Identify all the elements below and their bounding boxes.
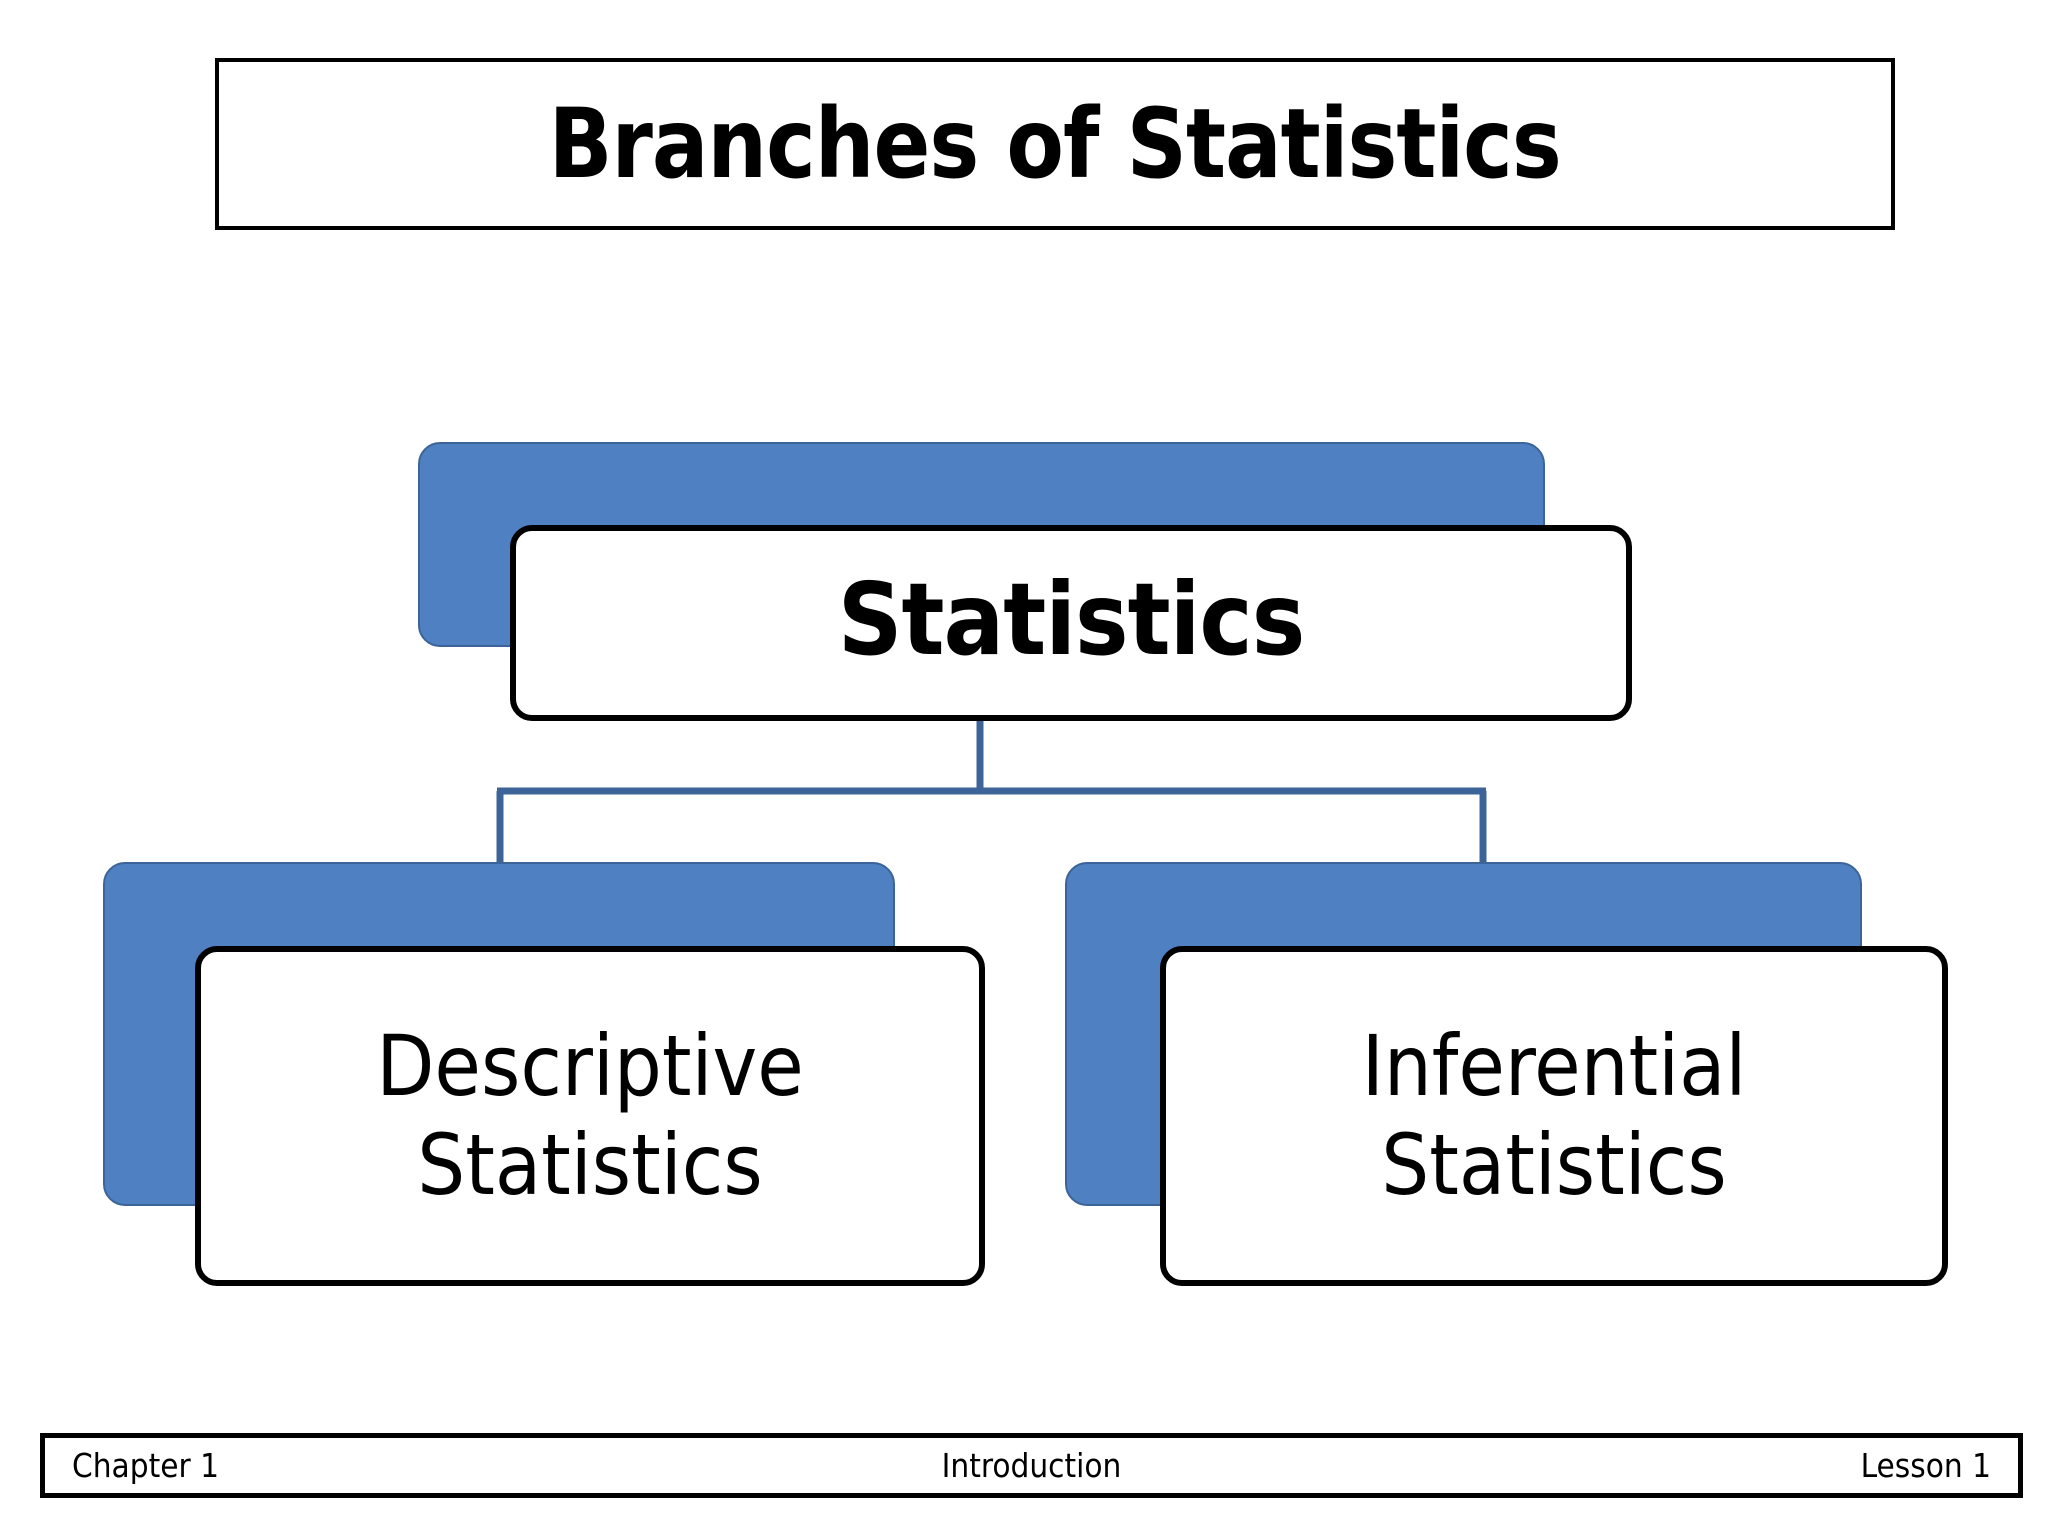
footer-chapter: Chapter 1 (72, 1446, 220, 1485)
node-statistics-card[interactable]: Statistics (510, 525, 1632, 721)
node-descriptive-label: Descriptive Statistics (356, 1017, 824, 1215)
footer-section: Introduction (941, 1446, 1122, 1485)
node-inferential-label-line2: Statistics (1381, 1116, 1727, 1214)
node-descriptive-card[interactable]: Descriptive Statistics (195, 946, 985, 1286)
node-inferential-label: Inferential Statistics (1342, 1017, 1767, 1215)
slide-footer: Chapter 1 Introduction Lesson 1 (40, 1433, 2023, 1498)
node-inferential-card[interactable]: Inferential Statistics (1160, 946, 1948, 1286)
page-title: Branches of Statistics (548, 88, 1562, 200)
node-statistics-label: Statistics (837, 560, 1306, 678)
node-inferential-label-line1: Inferential (1361, 1016, 1747, 1115)
node-descriptive-label-line1: Descriptive (376, 1016, 804, 1115)
slide-title-box: Branches of Statistics (215, 58, 1895, 230)
node-descriptive-label-line2: Statistics (417, 1116, 763, 1214)
footer-lesson: Lesson 1 (1860, 1446, 1992, 1485)
